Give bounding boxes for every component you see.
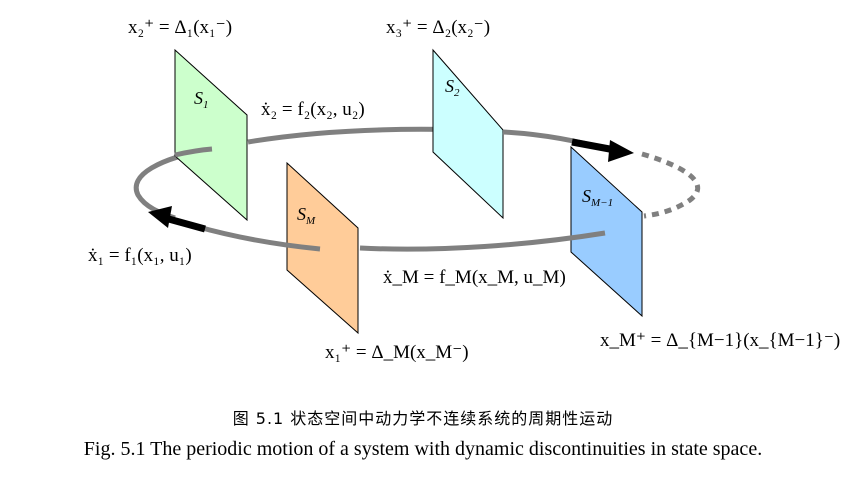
dynamics-m: ẋ_M = f_M(x_M, u_M) xyxy=(383,267,566,288)
orbit-crossing-s1 xyxy=(174,146,213,158)
dynamics-2: ẋ₂ = f₂(x₂, u₂) xyxy=(261,99,365,120)
orbit-segment-smm1-sm xyxy=(359,230,606,252)
orbit-direction-arrow-left xyxy=(164,214,206,233)
plane-smm1-label: SM−1 xyxy=(582,186,614,209)
dynamics-1: ẋ₁ = f₁(x₁, u₁) xyxy=(88,245,192,266)
plane-s2-label: S2 xyxy=(445,76,460,99)
arrowhead-left xyxy=(148,206,172,228)
reset-map-smm1: x_M⁺ = Δ_{M−1}(x_{M−1}⁻) xyxy=(600,330,841,351)
reset-map-sm: x₁⁺ = Δ_M(x_M⁻) xyxy=(325,342,469,363)
orbit-segment-sm-s1 xyxy=(194,223,321,252)
plane-s1 xyxy=(174,48,248,222)
plane-sm-label: SM xyxy=(297,204,316,227)
plane-s2 xyxy=(432,48,504,220)
arrowhead-right xyxy=(608,140,634,162)
plane-s1-label: S1 xyxy=(194,88,209,111)
reset-map-s2: x₃⁺ = Δ₂(x₂⁻) xyxy=(386,17,491,38)
reset-map-s1: x₂⁺ = Δ₁(x₁⁻) xyxy=(128,17,233,38)
orbit-dotted-segment xyxy=(641,151,701,219)
orbit-direction-arrow-right xyxy=(571,138,616,154)
caption-chinese: 图 5.1 状态空间中动力学不连续系统的周期性运动 xyxy=(232,409,614,428)
periodic-orbit-diagram xyxy=(133,48,701,335)
caption-english: Fig. 5.1 The periodic motion of a system… xyxy=(83,438,763,460)
plane-s-m xyxy=(286,161,359,335)
plane-s-m-minus-1 xyxy=(570,145,643,318)
